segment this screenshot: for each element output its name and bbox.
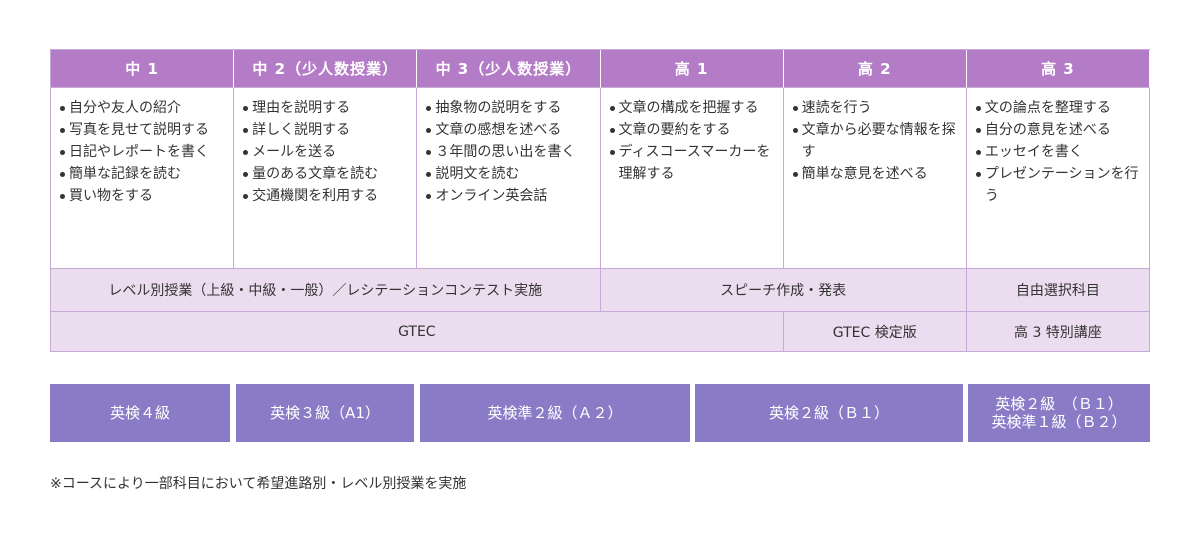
list-item: 抽象物の説明をする [425, 97, 593, 119]
badge-label: 英検２級 （Ｂ１） [995, 395, 1123, 413]
content-kou2: 速読を行う 文章から必要な情報を探す 簡単な意見を述べる [783, 88, 967, 269]
badge-label: 英検２級（Ｂ１） [768, 404, 889, 422]
list-item: 買い物をする [59, 185, 227, 207]
content-chu2: 理由を説明する 詳しく説明する メールを送る 量のある文章を読む 交通機関を利用… [234, 88, 418, 269]
header-kou3: 高 3 [966, 50, 1150, 88]
content-kou1: 文章の構成を把握する 文章の要約をする ディスコースマーカーを理解する [600, 88, 784, 269]
eiken-badges: 英検４級 英検３級（A1） 英検準２級（Ａ２） 英検２級（Ｂ１） 英検２級 （Ｂ… [50, 384, 1150, 442]
band-electives: 自由選択科目 [966, 269, 1150, 312]
list-item: エッセイを書く [975, 141, 1143, 163]
header-kou2: 高 2 [783, 50, 967, 88]
badge-label: 英検３級（A1） [270, 404, 380, 422]
list-item: 説明文を読む [425, 163, 593, 185]
badge-eiken-pre2: 英検準２級（Ａ２） [420, 384, 690, 442]
list-item: 文章から必要な情報を探す [792, 119, 960, 163]
header-chu1: 中 1 [51, 50, 235, 88]
list-item: 文章の要約をする [609, 119, 777, 141]
band-gtec-exam: GTEC 検定版 [783, 312, 967, 352]
list-item: 速読を行う [792, 97, 960, 119]
badge-label: 英検４級 [109, 404, 170, 422]
header-chu3: 中 3（少人数授業） [417, 50, 601, 88]
badge-eiken-2: 英検２級（Ｂ１） [695, 384, 963, 442]
list-item: 簡単な記録を読む [59, 163, 227, 185]
band-speech: スピーチ作成・発表 [600, 269, 967, 312]
list-item: ディスコースマーカーを理解する [609, 141, 777, 185]
list-item: 文章の感想を述べる [425, 119, 593, 141]
badge-eiken-2-pre1: 英検２級 （Ｂ１） 英検準１級（Ｂ２） [968, 384, 1150, 442]
list-item: 文章の構成を把握する [609, 97, 777, 119]
content-chu1: 自分や友人の紹介 写真を見せて説明する 日記やレポートを書く 簡単な記録を読む … [51, 88, 235, 269]
list-item: 日記やレポートを書く [59, 141, 227, 163]
list-item: オンライン英会話 [425, 185, 593, 207]
content-chu3: 抽象物の説明をする 文章の感想を述べる ３年間の思い出を書く 説明文を読む オン… [417, 88, 601, 269]
badge-label: 英検準１級（Ｂ２） [991, 413, 1127, 431]
badge-label: 英検準２級（Ａ２） [487, 404, 623, 422]
curriculum-table: 中 1 中 2（少人数授業） 中 3（少人数授業） 高 1 高 2 高 3 自分… [50, 49, 1150, 352]
band-gtec: GTEC [51, 312, 784, 352]
list-item: 自分や友人の紹介 [59, 97, 227, 119]
header-kou1: 高 1 [600, 50, 784, 88]
band-special-course: 高 3 特別講座 [966, 312, 1150, 352]
list-item: 詳しく説明する [242, 119, 410, 141]
list-item: 写真を見せて説明する [59, 119, 227, 141]
content-kou3: 文の論点を整理する 自分の意見を述べる エッセイを書く プレゼンテーションを行う [966, 88, 1150, 269]
badge-eiken-3: 英検３級（A1） [236, 384, 414, 442]
list-item: 自分の意見を述べる [975, 119, 1143, 141]
header-chu2: 中 2（少人数授業） [234, 50, 418, 88]
list-item: 文の論点を整理する [975, 97, 1143, 119]
list-item: 交通機関を利用する [242, 185, 410, 207]
band-level-classes: レベル別授業（上級・中級・一般）／レシテーションコンテスト実施 [51, 269, 601, 312]
list-item: プレゼンテーションを行う [975, 163, 1143, 207]
list-item: 理由を説明する [242, 97, 410, 119]
list-item: 簡単な意見を述べる [792, 163, 960, 185]
list-item: メールを送る [242, 141, 410, 163]
list-item: 量のある文章を読む [242, 163, 410, 185]
footnote: ※コースにより一部科目において希望進路別・レベル別授業を実施 [50, 476, 467, 492]
list-item: ３年間の思い出を書く [425, 141, 593, 163]
badge-eiken-4: 英検４級 [50, 384, 230, 442]
